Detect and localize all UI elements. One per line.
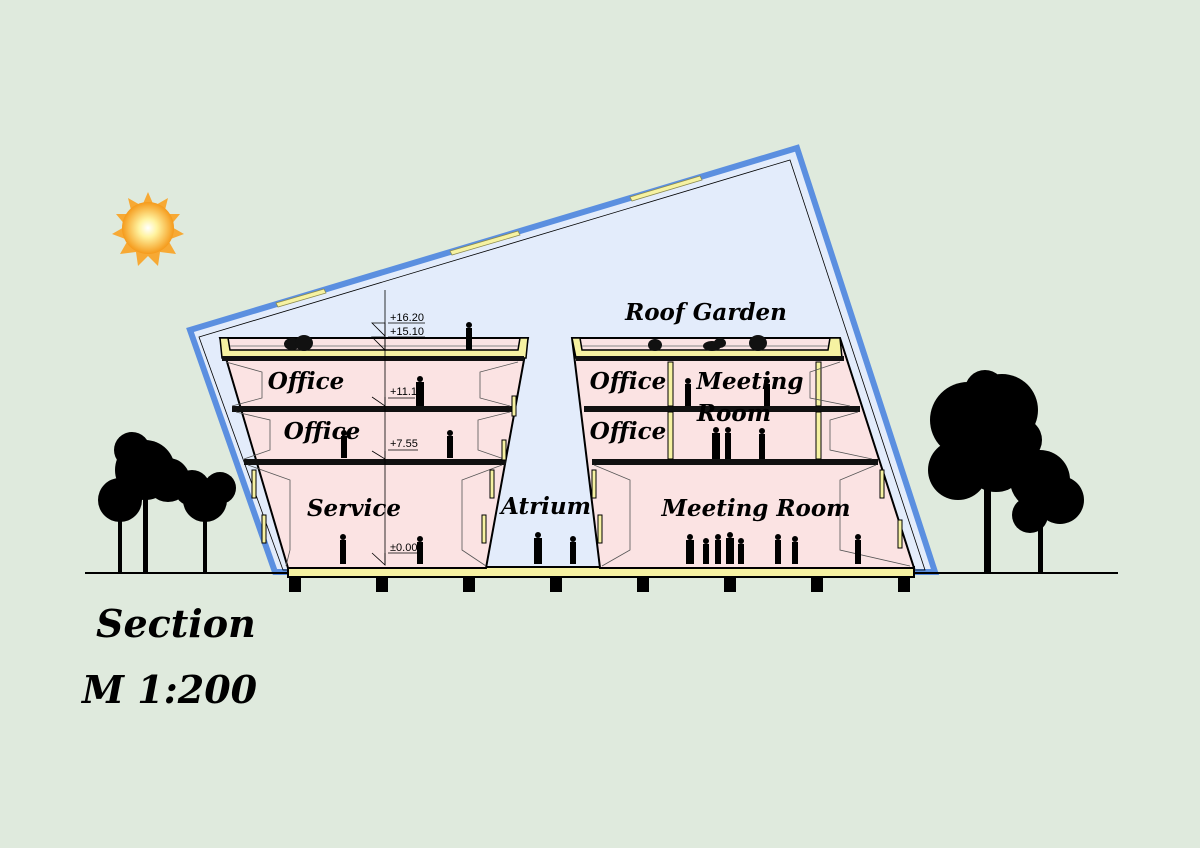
people-silhouettes: [340, 322, 861, 564]
level-label: +11.1: [390, 386, 417, 398]
room-label-meeting: Meeting: [696, 368, 804, 395]
room-label-office: Office: [590, 418, 666, 445]
room-label-room: Room: [696, 400, 771, 427]
right-building-block: [570, 337, 916, 569]
sun-icon: [112, 192, 184, 266]
room-label-office: Office: [268, 368, 344, 395]
roof-plants: [284, 335, 767, 351]
drawing-title: Section: [96, 601, 256, 646]
level-markers: +16.20 +15.10 +11.1 +7.55 ±0.00: [371, 290, 425, 566]
left-building-block: [218, 337, 530, 569]
tree-icon-left: [98, 432, 236, 573]
room-label-service: Service: [307, 495, 401, 522]
level-label: +15.10: [390, 326, 424, 338]
level-label: ±0.00: [390, 542, 417, 554]
level-label: +16.20: [390, 312, 424, 324]
level-label: +7.55: [390, 438, 418, 450]
room-label-atrium: Atrium: [499, 493, 591, 520]
drawing-scale: M 1:200: [80, 667, 258, 712]
tree-icon-right: [928, 370, 1084, 573]
room-label-meeting-room: Meeting Room: [660, 495, 850, 522]
room-label-roof-garden: Roof Garden: [624, 299, 787, 326]
room-label-office: Office: [590, 368, 666, 395]
room-label-office: Office: [284, 418, 360, 445]
foundation: [287, 566, 915, 592]
